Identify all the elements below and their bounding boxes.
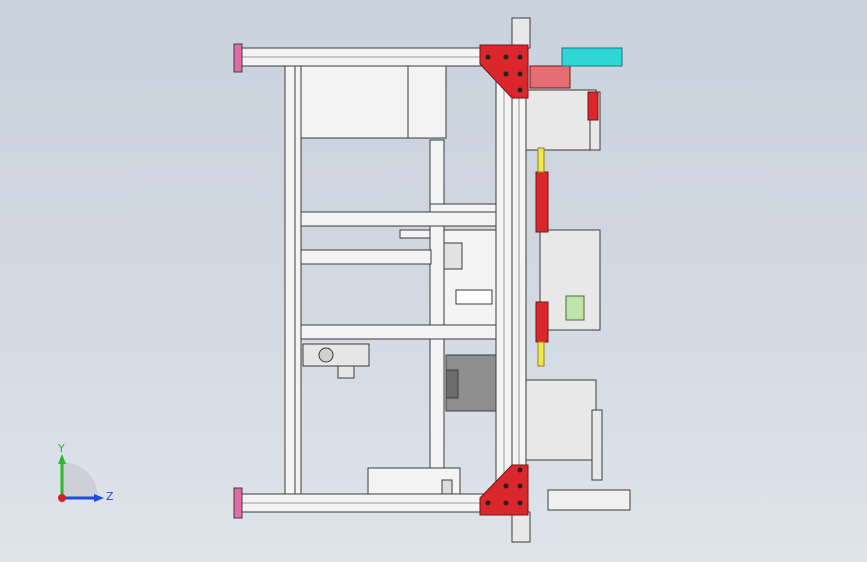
- left-post-outer: [284, 65, 296, 495]
- bracket-bottom: [479, 464, 529, 516]
- red-plate-top: [587, 91, 599, 121]
- middle-block: [443, 229, 497, 326]
- y-axis-label: Y: [57, 442, 65, 455]
- top-enclosure: [300, 65, 447, 139]
- right-carriage-mid: [539, 229, 601, 331]
- bracket-top: [479, 44, 529, 99]
- right-carriage-upper: [525, 89, 597, 151]
- z-axis-label: Z: [106, 490, 114, 503]
- left-gear-motor: [302, 343, 370, 367]
- cross-rail-2: [300, 249, 432, 265]
- cyan-module: [561, 47, 623, 67]
- yellow-rod-lower: [537, 341, 545, 367]
- yellow-rod-upper: [537, 147, 545, 173]
- foot-top: [233, 43, 243, 73]
- red-actuator-2: [535, 301, 549, 343]
- cross-rail-3: [300, 324, 497, 340]
- coordinate-triad: Y Z: [57, 442, 114, 503]
- cross-rail-1: [300, 211, 497, 227]
- right-carriage-lower: [525, 379, 597, 461]
- right-end-bar: [547, 489, 631, 511]
- foot-bottom: [233, 487, 243, 519]
- left-post-inner: [294, 65, 302, 495]
- red-actuator-1: [535, 171, 549, 233]
- middle-post: [429, 139, 445, 471]
